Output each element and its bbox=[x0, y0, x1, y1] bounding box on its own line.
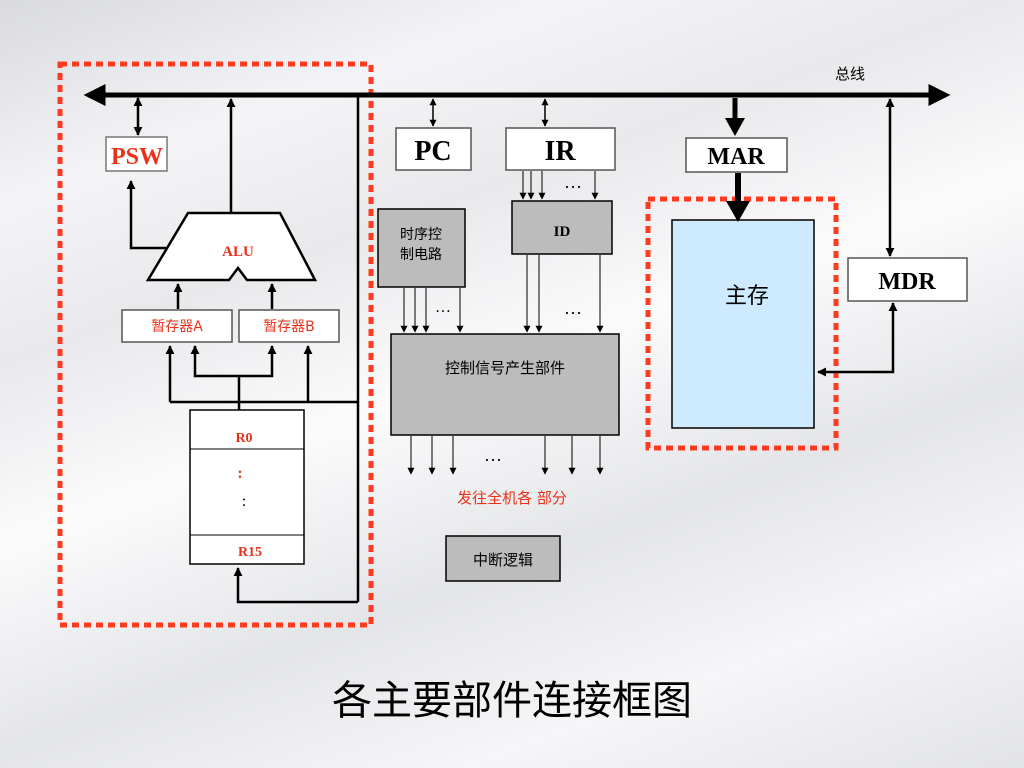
mar-label: MAR bbox=[707, 144, 765, 170]
register-r0: R0 bbox=[235, 431, 252, 446]
mar-to-memory-arrowhead bbox=[726, 201, 750, 222]
mdr-box bbox=[847, 257, 968, 302]
register-dots-1: : bbox=[237, 465, 242, 482]
mdr-memory-link bbox=[817, 302, 898, 377]
interrupt-logic-box bbox=[445, 535, 561, 582]
main-memory-box bbox=[671, 219, 815, 429]
timing-ellipsis: … bbox=[435, 299, 451, 316]
register-file bbox=[189, 409, 305, 565]
register-r15: R15 bbox=[238, 545, 262, 560]
control-unit-box bbox=[390, 333, 620, 436]
psw-box bbox=[105, 136, 168, 172]
regfile-to-temp-b bbox=[239, 345, 277, 378]
alu-shape bbox=[145, 211, 318, 282]
timing-line-1: 时序控 bbox=[400, 227, 442, 243]
temp-a-label: 暂存器A bbox=[151, 319, 203, 335]
temp-b-label: 暂存器B bbox=[263, 319, 315, 335]
mar-box bbox=[685, 137, 788, 173]
timing-circuit-box bbox=[377, 208, 466, 288]
timing-line-2: 制电路 bbox=[400, 247, 442, 263]
temp-register-a bbox=[121, 309, 233, 343]
ir-box bbox=[505, 127, 616, 171]
temp-register-b bbox=[238, 309, 340, 343]
ir-ellipsis: … bbox=[564, 172, 582, 192]
interrupt-logic-label: 中断逻辑 bbox=[473, 551, 533, 569]
register-dots-2: : bbox=[242, 493, 246, 510]
regfile-to-temp-a bbox=[190, 345, 239, 378]
ir-label: IR bbox=[544, 136, 576, 167]
page-title: 各主要部件连接框图 bbox=[332, 678, 692, 724]
control-unit-label: 控制信号产生部件 bbox=[445, 359, 565, 377]
bus-to-mar-arrowhead bbox=[725, 118, 745, 136]
id-label: ID bbox=[554, 224, 571, 240]
alu-label: ALU bbox=[222, 244, 254, 260]
send-to-all-label: 发往全机各 部分 bbox=[457, 489, 567, 507]
id-box bbox=[511, 200, 613, 255]
psw-label: PSW bbox=[111, 144, 163, 170]
alu-to-psw bbox=[126, 180, 166, 250]
main-memory-label: 主存 bbox=[725, 284, 769, 309]
bus-to-regfile bbox=[233, 567, 358, 604]
pc-box bbox=[395, 127, 472, 171]
mdr-label: MDR bbox=[878, 269, 936, 295]
bus-label: 总线 bbox=[835, 65, 865, 83]
id-ellipsis: … bbox=[564, 298, 582, 318]
cu-out-ellipsis: … bbox=[484, 445, 502, 465]
cpu-datapath-boundary bbox=[57, 61, 374, 628]
pc-label: PC bbox=[414, 136, 451, 167]
